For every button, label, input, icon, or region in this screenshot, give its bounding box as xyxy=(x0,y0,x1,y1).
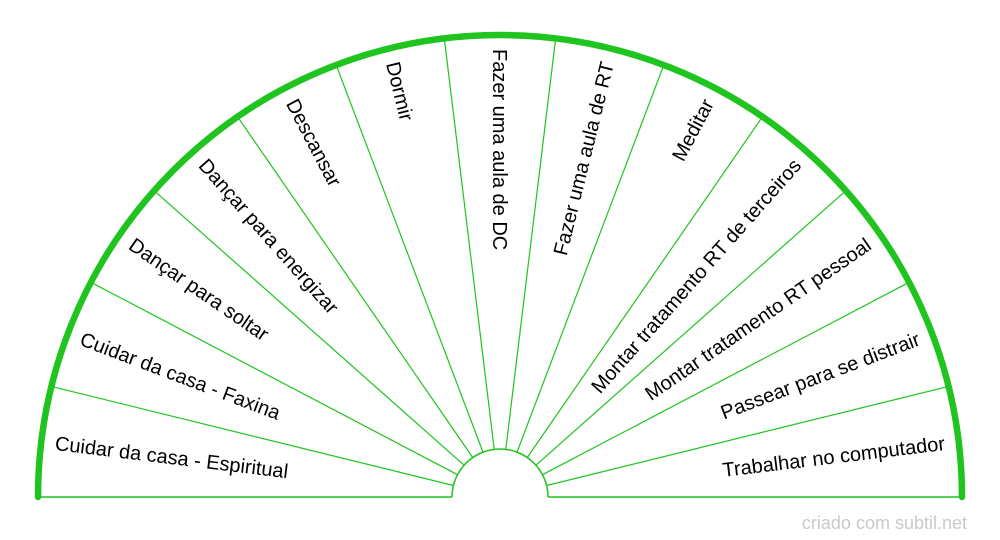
sector-divider-line xyxy=(90,281,458,476)
sector-divider-line xyxy=(153,190,465,466)
chart-area xyxy=(38,35,962,497)
inner-arc xyxy=(451,448,549,498)
watermark: criado com subtil.net xyxy=(801,513,967,533)
sector-divider-line xyxy=(335,64,484,453)
sector-divider-line xyxy=(505,38,557,450)
sector-divider-line xyxy=(237,116,474,458)
sector-divider-line xyxy=(542,281,910,476)
sector-divider-line xyxy=(516,64,665,453)
sector-divider-line xyxy=(546,385,949,487)
sector-divider-line xyxy=(51,385,454,487)
sector-divider-line xyxy=(526,116,763,458)
sector-label: Fazer uma aula de DC xyxy=(488,49,510,250)
sector-divider-line xyxy=(443,38,495,450)
sector-divider-line xyxy=(535,190,847,466)
outer-arc xyxy=(34,31,966,501)
